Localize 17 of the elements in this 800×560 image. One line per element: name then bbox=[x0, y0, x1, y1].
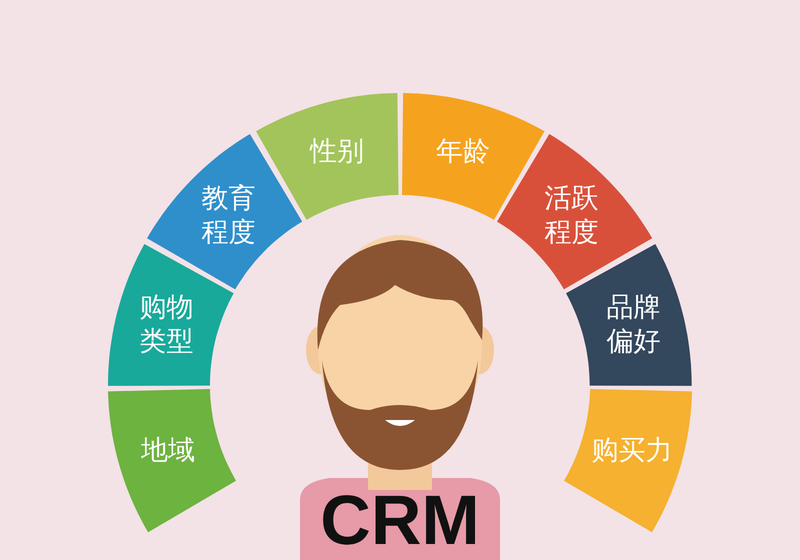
arc-segment bbox=[108, 389, 236, 533]
arc-segment bbox=[256, 93, 398, 220]
segment-label: 购买力 bbox=[591, 434, 672, 468]
segment-label: 购物类型 bbox=[138, 291, 195, 360]
segment-label: 活跃程度 bbox=[544, 182, 600, 250]
segment-label: 性别 bbox=[310, 135, 364, 170]
shirt-text: CRM bbox=[320, 480, 480, 560]
arc-segment bbox=[566, 244, 692, 386]
arc-segment bbox=[108, 244, 234, 386]
arc-segment bbox=[147, 134, 303, 290]
segment-label: 地域 bbox=[141, 434, 196, 468]
arc-segment bbox=[402, 93, 544, 220]
segment-label: 品牌偏好 bbox=[605, 291, 662, 360]
arc-segment bbox=[497, 134, 653, 290]
segment-label: 年龄 bbox=[436, 135, 490, 170]
arc-segment bbox=[564, 389, 692, 533]
segment-label: 教育程度 bbox=[200, 182, 256, 250]
